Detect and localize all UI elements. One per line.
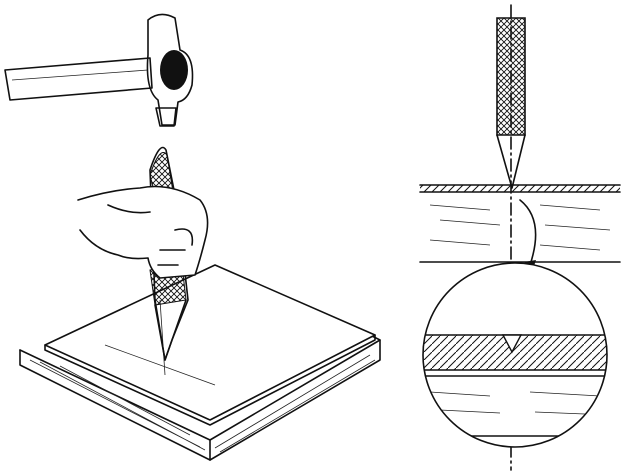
metal-plate <box>44 264 376 426</box>
workpiece-section <box>419 184 621 272</box>
center-punch-right <box>496 4 526 471</box>
hammer <box>4 13 194 127</box>
magnified-detail <box>422 262 608 448</box>
hand <box>77 185 209 279</box>
